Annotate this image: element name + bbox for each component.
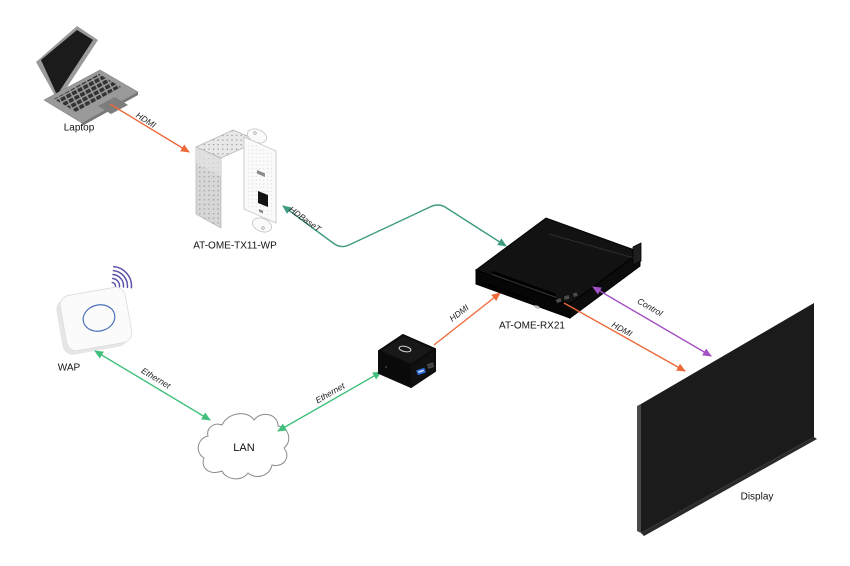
usb-port — [416, 367, 426, 376]
atlona-logo — [398, 345, 412, 353]
faceplate-bottom-tab — [252, 217, 272, 233]
display-label: Display — [740, 491, 774, 503]
laptop-illustration — [36, 26, 139, 126]
laptop-screen — [41, 30, 93, 95]
accessory-device-illustration — [378, 334, 436, 388]
lan-label: LAN — [233, 442, 255, 454]
wallplate-top-vents — [196, 130, 259, 158]
receiver-port-3 — [572, 292, 578, 298]
hdbaset-cable-transmitter-to-receiver — [282, 204, 507, 248]
control-cable-receiver-to-display — [592, 286, 712, 357]
receiver-mounting-flange — [632, 242, 642, 266]
receiver-illustration — [474, 217, 642, 319]
receiver-logo — [533, 305, 541, 309]
wifi-signal-icon — [111, 265, 133, 289]
receiver-front-right-face — [569, 251, 641, 319]
receiver-label: AT-OME-RX21 — [499, 320, 565, 332]
hdmi-port — [427, 362, 435, 369]
wap-label: WAP — [57, 362, 81, 374]
faceplate-screw-top — [253, 131, 257, 135]
accessory-led — [385, 366, 387, 368]
laptop-label: Laptop — [63, 122, 95, 134]
display-screen — [641, 303, 814, 533]
transmitter-label: AT-OME-TX11-WP — [193, 240, 277, 252]
ethernet-cable-lan-to-accessory — [277, 371, 382, 432]
hdmi-cable-receiver-to-display — [563, 302, 686, 372]
receiver-port-1 — [555, 298, 562, 304]
accessory-right-face — [410, 348, 436, 388]
laptop-keyboard — [54, 74, 121, 112]
faceplate-port-small — [257, 170, 265, 177]
faceplate-hdbaset-port — [258, 191, 268, 207]
display-edge — [637, 404, 641, 533]
receiver-front-vent — [482, 282, 529, 300]
transmitter-wallplate-illustration — [195, 128, 277, 233]
hdmi-cable-laptop-to-transmitter — [109, 103, 190, 153]
wallplate-step — [196, 147, 221, 176]
faceplate-button — [259, 209, 263, 214]
receiver-top-groove-highlight — [491, 274, 557, 298]
wap-led-ring — [82, 304, 116, 332]
hdmi-cable-accessory-to-receiver — [433, 292, 501, 346]
receiver-top-seam — [548, 233, 635, 259]
wap-illustration — [56, 265, 133, 355]
display-bottom-edge — [641, 437, 817, 536]
receiver-port-2 — [563, 295, 570, 301]
display-illustration — [637, 303, 817, 536]
receiver-top-groove — [491, 270, 557, 297]
wap-body — [59, 286, 133, 352]
lan-cloud — [197, 413, 290, 480]
faceplate-vents — [248, 142, 272, 218]
ethernet-cable-wap-to-lan — [94, 350, 211, 421]
faceplate-screw-bottom — [261, 226, 265, 230]
